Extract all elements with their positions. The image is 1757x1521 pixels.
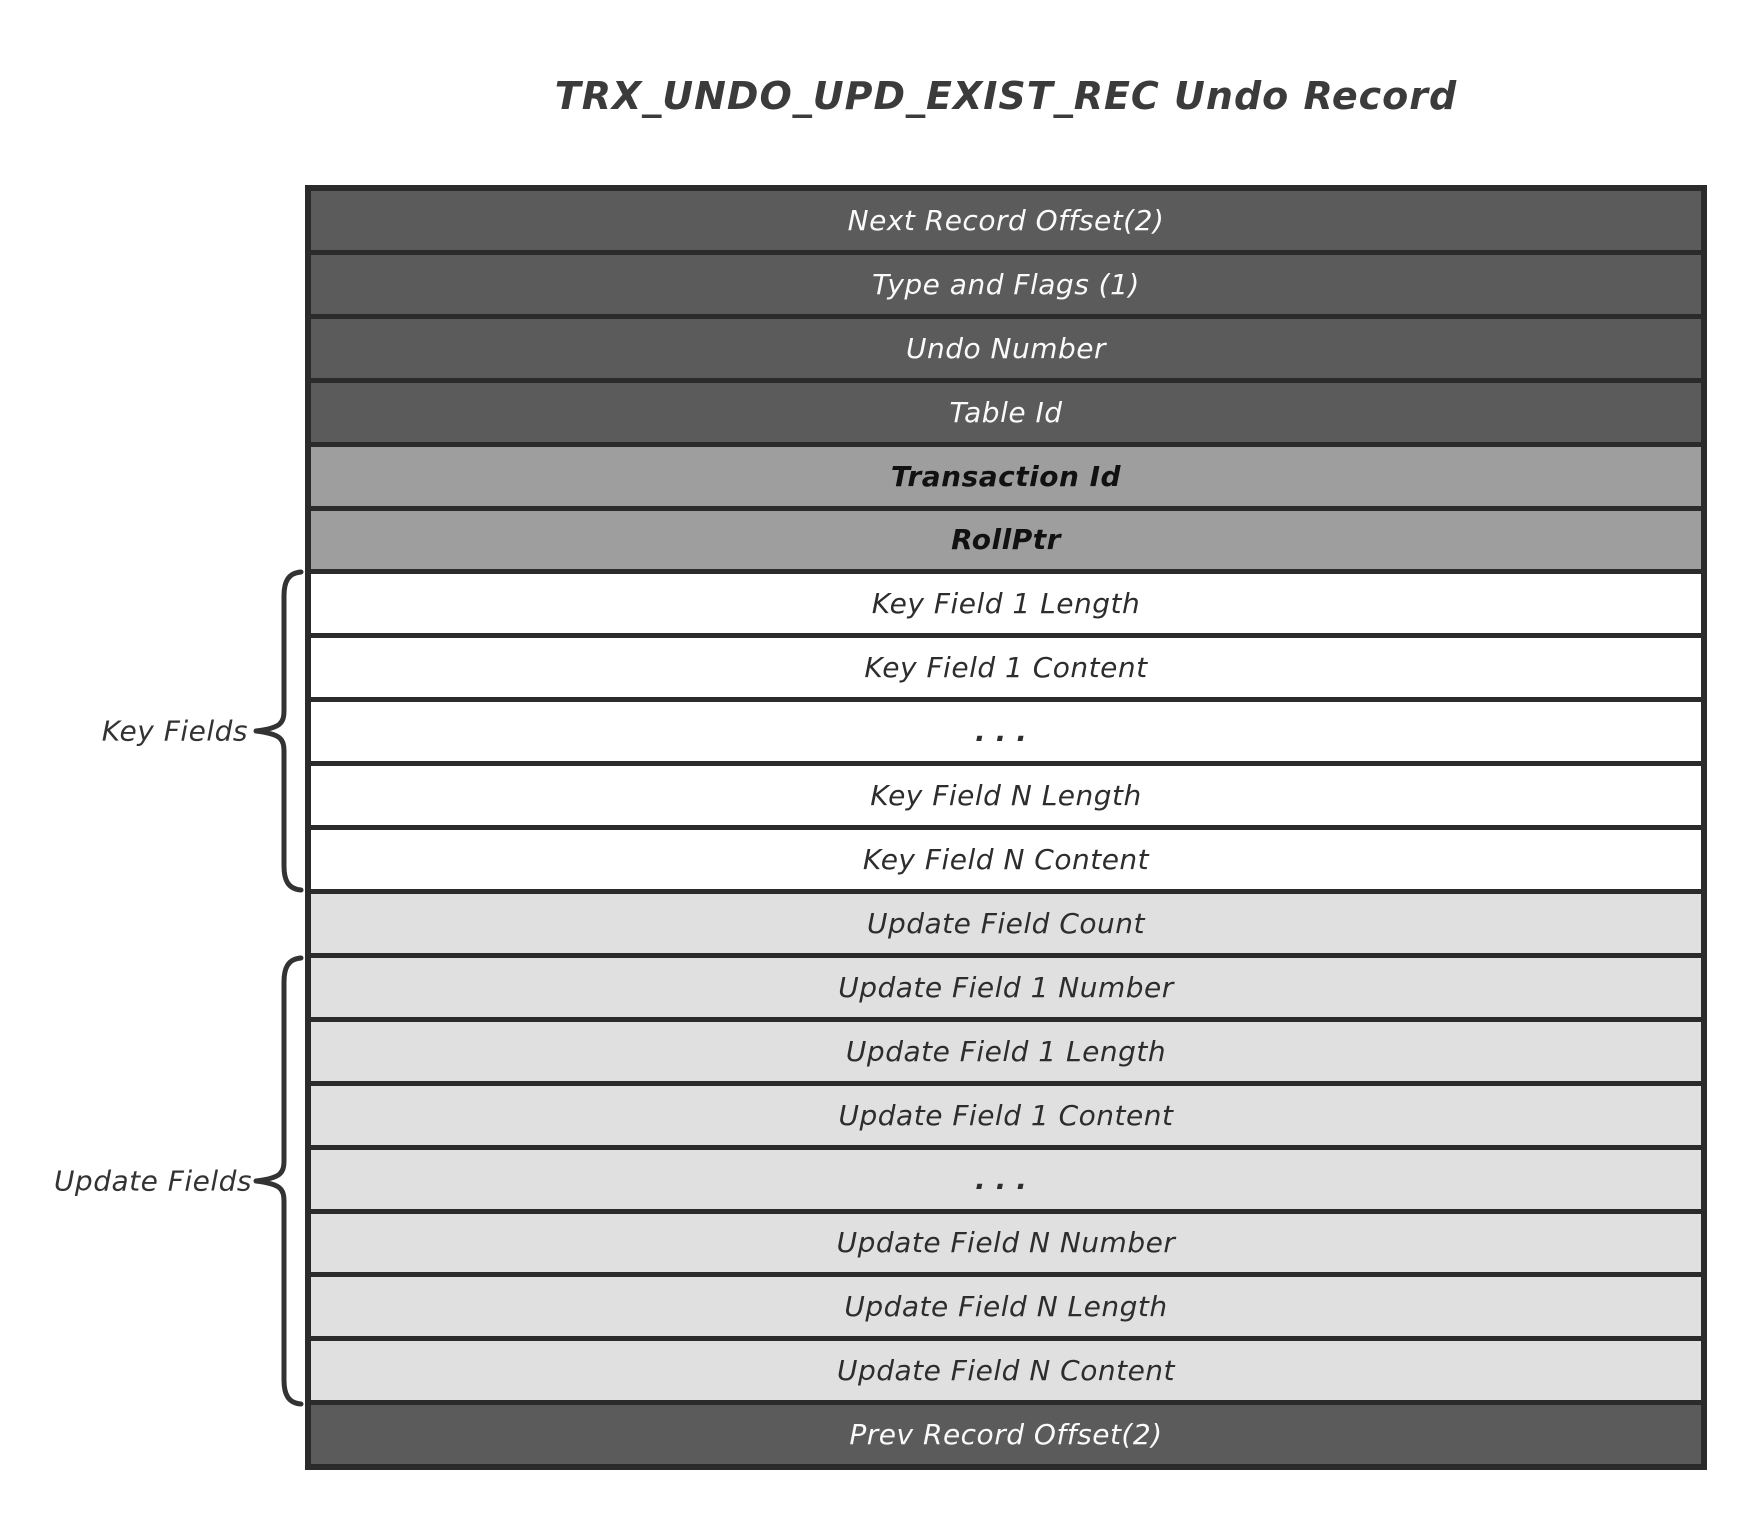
record-row: Undo Number — [311, 318, 1701, 383]
record-row-label: ... — [975, 1162, 1037, 1196]
record-row: Update Field N Content — [311, 1341, 1701, 1406]
record-row-label: Update Field 1 Number — [838, 970, 1174, 1004]
record-row-label: Table Id — [949, 395, 1063, 429]
record-row: Table Id — [311, 382, 1701, 447]
diagram-title: TRX_UNDO_UPD_EXIST_REC Undo Record — [554, 74, 1458, 118]
record-row: ... — [311, 702, 1701, 767]
record-row: Key Field N Content — [311, 830, 1701, 894]
record-row: Key Field 1 Content — [311, 638, 1701, 703]
record-row-label: Update Field N Number — [836, 1226, 1176, 1260]
record-row: Update Field N Length — [311, 1277, 1701, 1342]
record-row: Update Field 1 Length — [311, 1021, 1701, 1086]
record-row-label: Key Field N Length — [870, 779, 1142, 813]
record-row: Update Field Count — [311, 893, 1701, 958]
record-row: Transaction Id — [311, 446, 1701, 511]
update-fields-label: Update Fields — [53, 1164, 252, 1198]
record-row: Update Field N Number — [311, 1213, 1701, 1278]
record-row-label: RollPtr — [951, 523, 1061, 557]
record-row-label: Update Field 1 Length — [845, 1034, 1167, 1068]
record-row-label: Key Field 1 Content — [864, 651, 1148, 685]
record-row: Update Field 1 Number — [311, 957, 1701, 1022]
record-row: Key Field N Length — [311, 766, 1701, 831]
record-row-label: Key Field 1 Length — [871, 587, 1141, 621]
record-row-label: Next Record Offset(2) — [847, 203, 1165, 237]
record-row-label: Update Field N Content — [836, 1354, 1176, 1388]
key-fields-brace-icon — [253, 569, 304, 893]
record-row-label: Prev Record Offset(2) — [849, 1418, 1163, 1452]
record-row-label: ... — [975, 715, 1037, 749]
record-row-label: Transaction Id — [890, 459, 1122, 493]
record-row: Prev Record Offset(2) — [311, 1405, 1701, 1465]
record-row-label: Update Field Count — [866, 906, 1146, 940]
record-row: Update Field 1 Content — [311, 1085, 1701, 1150]
record-row-label: Update Field N Length — [844, 1290, 1168, 1324]
record-row: Key Field 1 Length — [311, 574, 1701, 639]
record-row: Type and Flags (1) — [311, 254, 1701, 319]
record-row: RollPtr — [311, 510, 1701, 575]
record-row-label: Update Field 1 Content — [838, 1098, 1174, 1132]
undo-record-table: Next Record Offset(2) Type and Flags (1) U… — [305, 185, 1707, 1470]
record-row: Next Record Offset(2) — [311, 191, 1701, 255]
key-fields-label: Key Fields — [101, 714, 248, 748]
record-row-label: Key Field N Content — [862, 843, 1150, 877]
update-fields-brace-icon — [253, 955, 304, 1407]
record-row-label: Type and Flags (1) — [872, 267, 1140, 301]
record-row-label: Undo Number — [905, 331, 1107, 365]
record-row: ... — [311, 1149, 1701, 1214]
